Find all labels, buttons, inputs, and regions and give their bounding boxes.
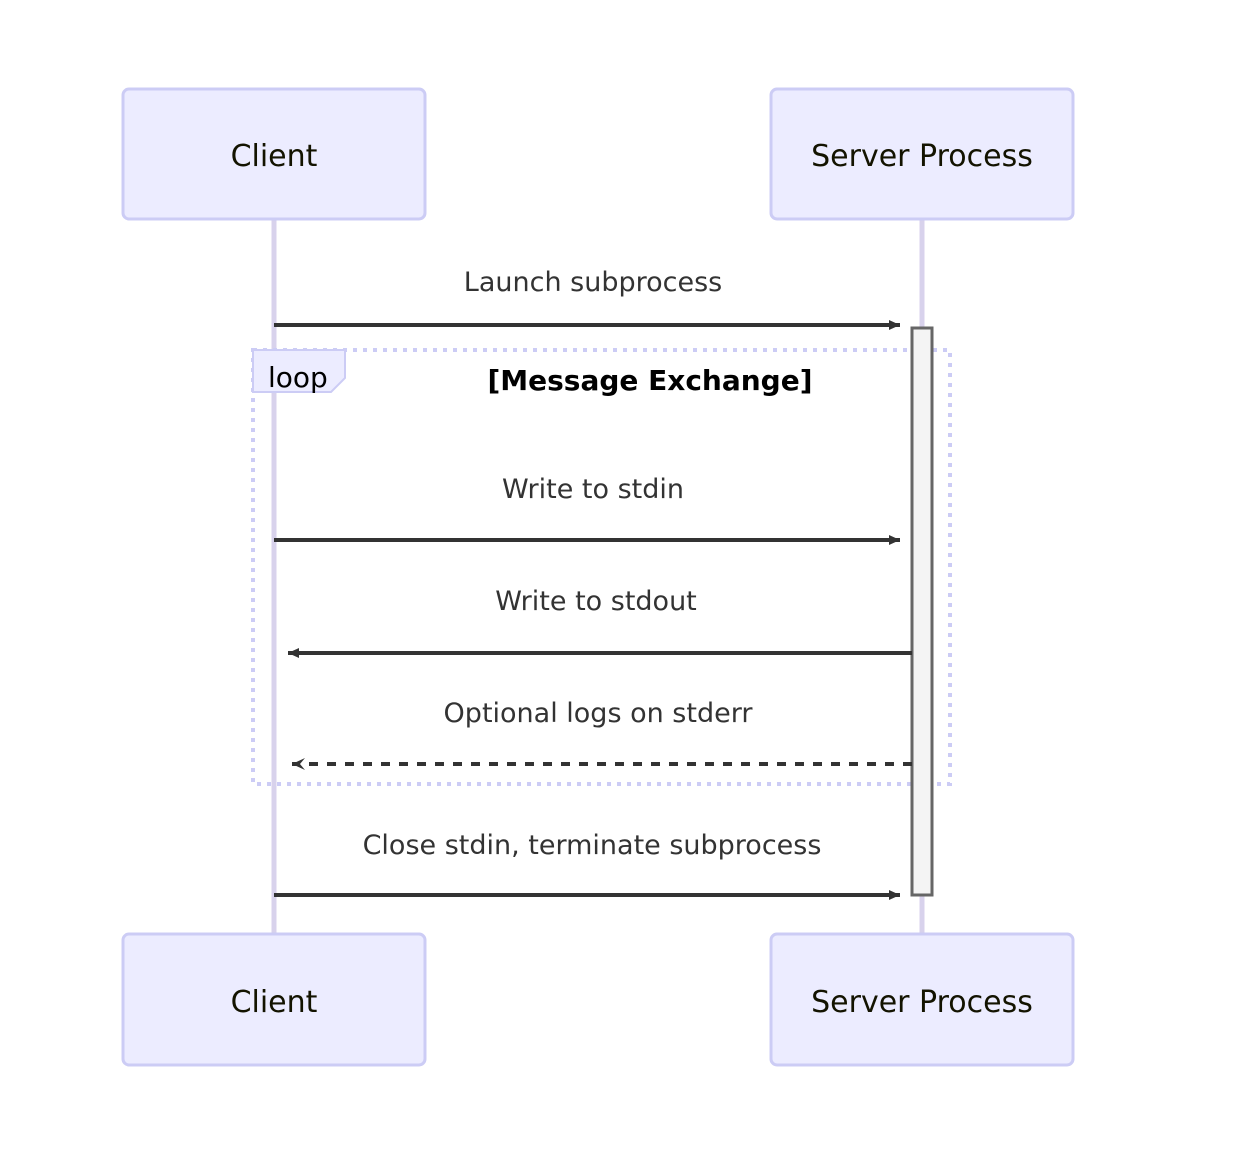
activation-bars	[910, 326, 934, 897]
actor-label-client-bottom: Client	[231, 985, 318, 1020]
message-write-to-stdout[interactable]: Write to stdout	[288, 586, 912, 658]
message-optional-logs-stderr[interactable]: Optional logs on stderr	[292, 698, 912, 770]
actor-box-server-top[interactable]: Server Process	[769, 87, 1075, 221]
message-label-2: Write to stdin	[502, 474, 684, 505]
loop-tag-label: loop	[268, 361, 328, 394]
message-close-stdin-terminate[interactable]: Close stdin, terminate subprocess	[274, 830, 900, 900]
message-label-1: Launch subprocess	[464, 267, 722, 298]
actor-label-server-top: Server Process	[811, 139, 1033, 174]
actor-box-server-top-rect	[769, 87, 1075, 221]
loop-fragment[interactable]: loop [Message Exchange]	[251, 348, 952, 786]
loop-title-label: [Message Exchange]	[487, 364, 812, 397]
loop-frame-border	[251, 348, 952, 786]
actor-box-client-top-rect	[121, 87, 427, 221]
actor-box-client-bottom[interactable]: Client	[121, 932, 427, 1067]
actor-box-client-top[interactable]: Client	[121, 87, 427, 221]
activation-bar-server	[910, 326, 934, 897]
actor-box-server-bottom-rect	[769, 932, 1075, 1067]
message-label-3: Write to stdout	[495, 586, 697, 617]
actor-box-client-bottom-rect	[121, 932, 427, 1067]
loop-tag-shape	[252, 349, 346, 393]
message-launch-subprocess[interactable]: Launch subprocess	[274, 267, 900, 330]
message-label-5: Close stdin, terminate subprocess	[363, 830, 822, 861]
message-write-to-stdin[interactable]: Write to stdin	[274, 474, 900, 545]
actor-label-client-top: Client	[231, 139, 318, 174]
message-label-4: Optional logs on stderr	[444, 698, 754, 729]
actor-label-server-bottom: Server Process	[811, 985, 1033, 1020]
actor-box-server-bottom[interactable]: Server Process	[769, 932, 1075, 1067]
